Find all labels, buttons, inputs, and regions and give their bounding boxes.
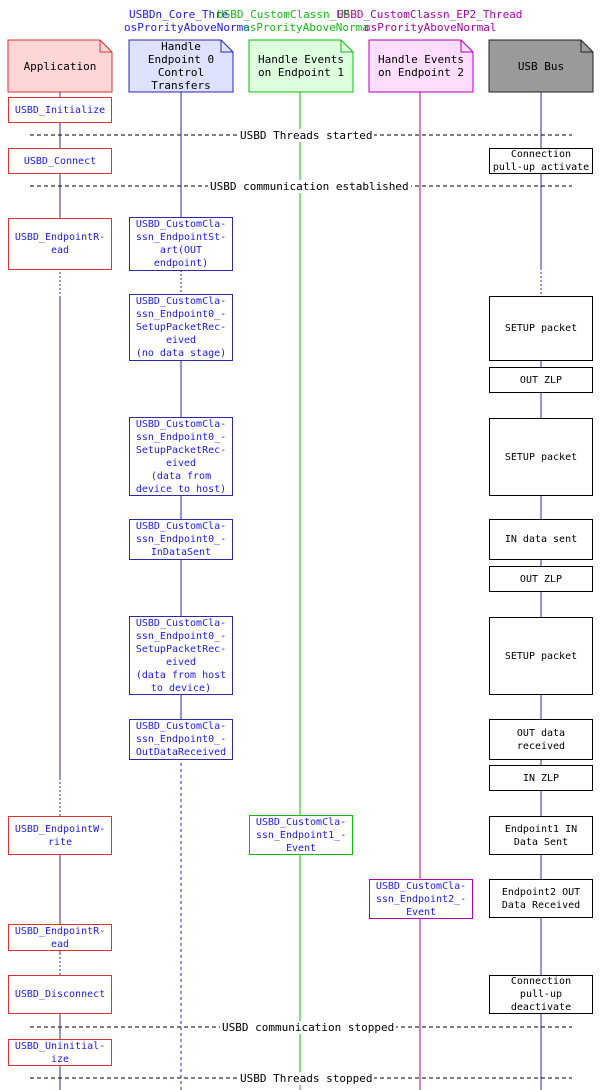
ep2-thread-name: USBD_CustomClassn_EP2_Thread bbox=[337, 8, 523, 21]
ep0-callback-out-data-received: USBD_CustomCla- ssn_Endpoint0_- OutDataR… bbox=[129, 719, 233, 760]
separator-threads-stopped: USBD Threads stopped bbox=[238, 1072, 375, 1085]
bus-event-setup-packet: SETUP packet bbox=[489, 617, 593, 695]
separator-threads-started: USBD Threads started bbox=[238, 129, 375, 142]
lane-head-usb: USB Bus bbox=[517, 59, 565, 73]
bus-event-in-data-sent: IN data sent bbox=[489, 519, 593, 560]
ep0-callback-setup-device-to-host: USBD_CustomCla- ssn_Endpoint0_- SetupPac… bbox=[129, 417, 233, 496]
bus-event-pullup-deactivate: Connection pull-up deactivate bbox=[489, 975, 593, 1014]
lane-head-application-shape bbox=[7, 39, 113, 93]
separator-communication-established: USBD communication established bbox=[208, 180, 411, 193]
ep0-callback-setup-no-data: USBD_CustomCla- ssn_Endpoint0_- SetupPac… bbox=[129, 294, 233, 361]
core-thread-priority: osProrityAboveNorma bbox=[124, 21, 250, 34]
ep0-callback-setup-host-to-device: USBD_CustomCla- ssn_Endpoint0_- SetupPac… bbox=[129, 616, 233, 695]
lane-head-ep1: Handle Events on Endpoint 1 bbox=[257, 53, 345, 79]
ep2-event: USBD_CustomCla- ssn_Endpoint2_- Event bbox=[369, 879, 473, 919]
bus-event-pullup-activate: Connection pull-up activate bbox=[489, 148, 593, 174]
app-call-disconnect: USBD_Disconnect bbox=[8, 975, 112, 1014]
bus-event-ep1-in-data-sent: Endpoint1 IN Data Sent bbox=[489, 816, 593, 855]
app-call-endpoint-read: USBD_EndpointR- ead bbox=[8, 924, 112, 951]
bus-event-out-data-received: OUT data received bbox=[489, 719, 593, 760]
bus-event-setup-packet: SETUP packet bbox=[489, 418, 593, 496]
ep-thread-priority: osProrityAboveNorma bbox=[243, 21, 369, 34]
lane-head-ep0-shape bbox=[128, 39, 234, 93]
core-thread-name: USBDn_Core_Thre bbox=[129, 8, 229, 21]
lane-head-ep1-shape bbox=[248, 39, 354, 93]
bus-event-out-zlp: OUT ZLP bbox=[489, 566, 593, 592]
bus-event-ep2-out-data-received: Endpoint2 OUT Data Received bbox=[489, 879, 593, 918]
bus-event-setup-packet: SETUP packet bbox=[489, 296, 593, 361]
app-call-initialize: USBD_Initialize bbox=[8, 97, 112, 123]
bus-event-in-zlp: IN ZLP bbox=[489, 765, 593, 791]
lane-head-ep2: Handle Events on Endpoint 2 bbox=[377, 53, 465, 79]
app-call-uninitialize: USBD_Uninitial- ize bbox=[8, 1039, 112, 1066]
lane-head-usb-shape bbox=[488, 39, 594, 93]
lane-head-ep0: Handle Endpoint 0 Control Transfers bbox=[147, 40, 215, 92]
app-call-endpoint-read: USBD_EndpointR- ead bbox=[8, 218, 112, 270]
ep1-event: USBD_CustomCla- ssn_Endpoint1_- Event bbox=[249, 815, 353, 855]
separator-communication-stopped: USBD communication stopped bbox=[220, 1021, 397, 1034]
ep2-thread-priority: osProrityAboveNormal bbox=[364, 21, 497, 34]
bus-event-out-zlp: OUT ZLP bbox=[489, 367, 593, 393]
ep0-callback-endpoint-start: USBD_CustomCla- ssn_EndpointSt- art(OUT … bbox=[129, 217, 233, 271]
app-call-endpoint-write: USBD_EndpointW- rite bbox=[8, 816, 112, 855]
ep-thread-name: USBD_CustomClassn_EP bbox=[217, 8, 350, 21]
lane-head-application: Application bbox=[23, 59, 97, 73]
lane-head-ep2-shape bbox=[368, 39, 474, 93]
ep0-callback-in-data-sent: USBD_CustomCla- ssn_Endpoint0_- InDataSe… bbox=[129, 519, 233, 560]
app-call-connect: USBD_Connect bbox=[8, 148, 112, 174]
